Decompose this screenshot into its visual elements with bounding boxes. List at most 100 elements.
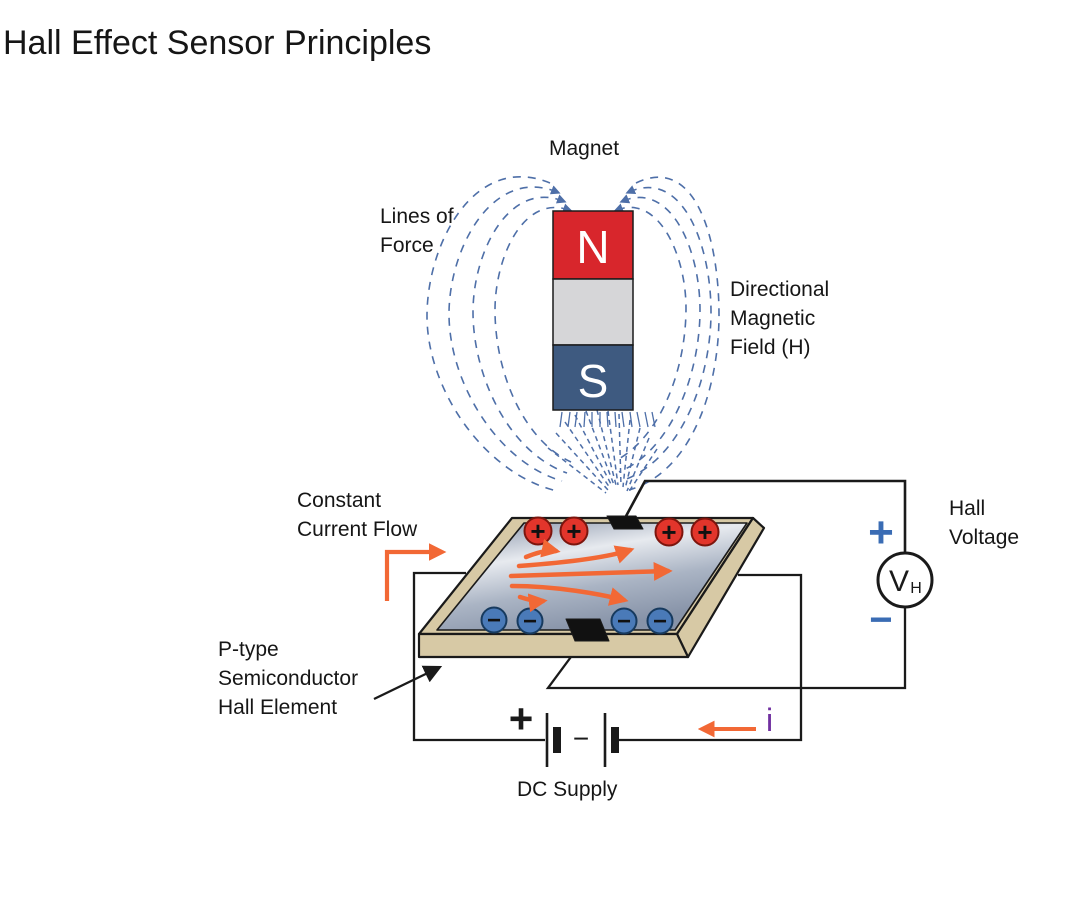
current-arrow (516, 545, 635, 569)
constant-current-line1: Constant (297, 489, 382, 512)
current-arrow (523, 538, 561, 560)
negative-charge: − (646, 607, 674, 635)
minus-symbol: − (523, 608, 537, 635)
positive-charge-circle (654, 517, 684, 547)
field-tick (583, 411, 586, 428)
field-loop-left (472, 194, 568, 474)
hall-voltage-line1: Hall (949, 497, 986, 520)
positive-charge: + (690, 517, 720, 547)
field-loop-right (628, 176, 720, 491)
field-tick (636, 411, 641, 428)
field-tick (559, 411, 563, 428)
circuit-wires (412, 479, 907, 742)
hall-element-slab (417, 515, 766, 659)
negative-charges: − − − − (480, 606, 674, 635)
negative-charge-circle (480, 606, 508, 634)
directional-field-line1: Directional (730, 278, 830, 301)
positive-charges: + + + + (523, 516, 720, 547)
battery-plus-sign: + (509, 695, 534, 742)
voltmeter-circle (876, 551, 934, 609)
p-type-semiconductor-label: P-type Semiconductor Hall Element (218, 635, 358, 722)
field-fan-line (624, 427, 641, 490)
lines-of-force-line2: Force (380, 234, 434, 257)
field-tick (606, 411, 609, 428)
field-fan-line (585, 410, 615, 486)
field-loop-left (448, 185, 563, 482)
positive-charge-circle (523, 516, 553, 546)
p-type-line2: Semiconductor (218, 667, 359, 690)
field-tick (651, 411, 656, 428)
field-fan-line (547, 447, 607, 494)
positive-charge: + (654, 517, 684, 547)
positive-charge: + (559, 516, 589, 546)
field-fan-line (622, 419, 631, 488)
top-electrode-pad (606, 515, 644, 530)
field-tick (567, 411, 571, 428)
p-type-line3: Hall Element (218, 696, 338, 719)
constant-current-label: Constant Current Flow (297, 486, 417, 544)
directional-field-line2: Magnetic (730, 307, 816, 330)
field-convergence-fan (547, 409, 658, 494)
negative-charge-circle (610, 607, 638, 635)
voltmeter-label-h-sub: H (910, 580, 922, 597)
current-arrow (509, 583, 629, 606)
current-arrow (517, 593, 548, 613)
field-loop-right (613, 203, 687, 462)
lines-of-force-line1: Lines of (380, 205, 454, 228)
field-loop-right (618, 194, 701, 473)
voltmeter-label-v: V (889, 565, 909, 598)
field-fan-line (555, 432, 609, 491)
field-tick (629, 411, 633, 428)
south-pole-letter: S (578, 355, 609, 407)
magnet-label-text: Magnet (549, 137, 620, 160)
field-tick (574, 411, 578, 428)
positive-charge: + (523, 516, 553, 546)
current-arrow (508, 562, 673, 581)
field-loop-left (494, 203, 573, 463)
field-tick (621, 411, 625, 428)
positive-charge-circle (690, 517, 720, 547)
bar-magnet: N S (552, 210, 634, 411)
field-tick (644, 411, 649, 428)
positive-charge-circle (559, 516, 589, 546)
dc-supply-label-text: DC Supply (517, 778, 618, 801)
plus-symbol: + (661, 517, 676, 547)
plus-symbol: + (697, 517, 712, 547)
constant-current-line2: Current Flow (297, 518, 418, 541)
field-fan-line (574, 414, 613, 487)
p-type-line1: P-type (218, 638, 279, 661)
plus-symbol: + (566, 516, 581, 546)
slab-front-face (417, 632, 690, 659)
magnet-middle (552, 278, 634, 346)
meter-plus-terminal: + (868, 508, 894, 557)
magnet-south-pole (552, 344, 634, 411)
magnet-label: Magnet (549, 134, 619, 163)
hall-voltage-line2: Voltage (949, 526, 1020, 549)
surface-current-arrows (508, 538, 673, 613)
hall-wire-top (623, 479, 907, 553)
negative-charge: − (516, 607, 544, 635)
hall-voltage-label: Hall Voltage (949, 494, 1019, 552)
dc-supply-battery: + − (509, 695, 619, 767)
field-fan-line (607, 410, 619, 486)
meter-minus-terminal: − (869, 598, 892, 642)
hall-voltage-meter: V H + − (868, 508, 934, 642)
hall-wire-bottom (545, 607, 907, 690)
minus-symbol: − (487, 607, 501, 634)
pole-tick-brush (559, 411, 656, 428)
minus-symbol: − (653, 608, 667, 635)
constant-current-arrow (384, 543, 447, 601)
field-fan-line (564, 421, 611, 489)
current-wire-left (412, 571, 545, 742)
negative-charge: − (610, 607, 638, 635)
minus-symbol: − (617, 608, 631, 635)
field-loop-left (426, 176, 558, 492)
supply-current-indicator: i (697, 702, 773, 738)
battery-minus-sign: − (573, 723, 589, 754)
plus-symbol: + (530, 516, 545, 546)
current-wire-right (617, 573, 803, 742)
negative-charge: − (480, 606, 508, 634)
field-fan-line (626, 437, 650, 492)
